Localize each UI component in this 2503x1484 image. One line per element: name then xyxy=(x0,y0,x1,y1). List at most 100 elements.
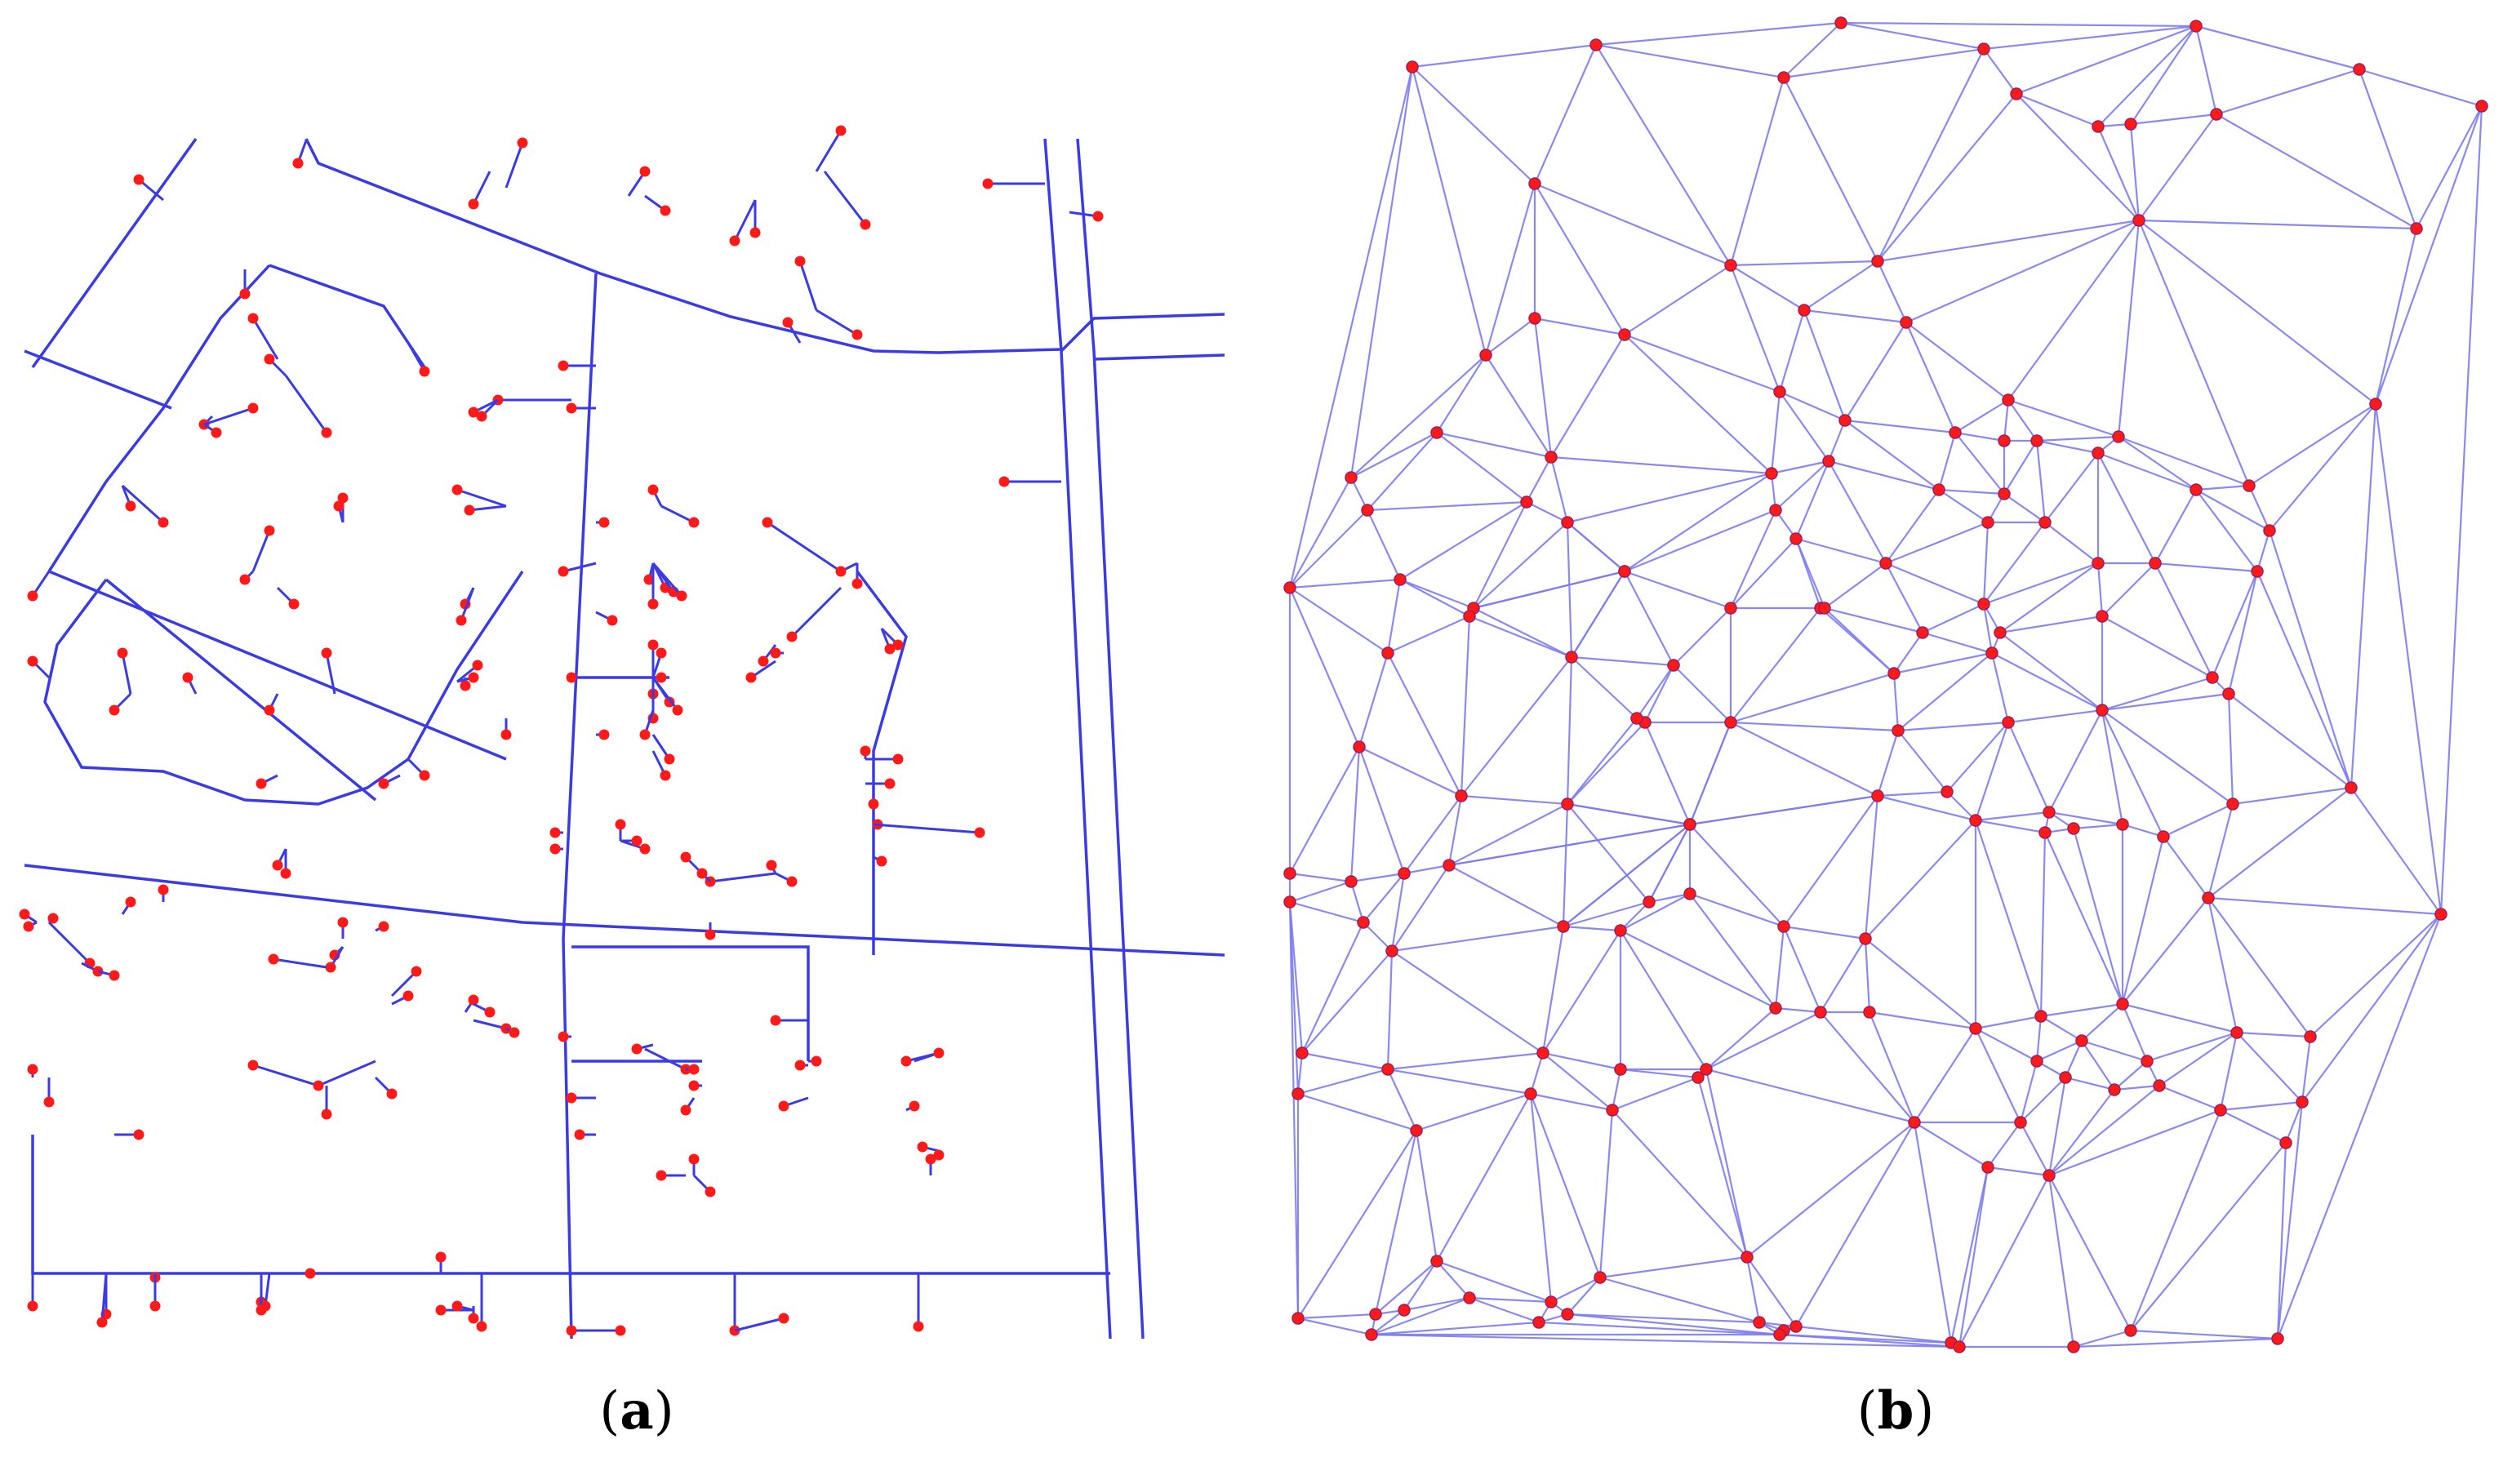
service-node xyxy=(835,566,847,577)
mesh-node xyxy=(2190,20,2203,33)
service-node xyxy=(794,255,806,267)
caption-b: (b) xyxy=(1857,1380,1935,1442)
mesh-node xyxy=(1892,724,1905,737)
service-node xyxy=(860,219,871,230)
service-node xyxy=(182,672,193,683)
mesh-edge xyxy=(1567,472,1772,524)
mesh-edge xyxy=(2236,1031,2311,1038)
mesh-edge xyxy=(2350,403,2377,789)
mesh-edge xyxy=(1371,1321,1540,1336)
mesh-edge xyxy=(1297,1068,1389,1095)
mesh-edge xyxy=(2276,1142,2287,1340)
mesh-edge xyxy=(2118,435,2250,487)
mesh-edge xyxy=(1460,656,1572,797)
mesh-edge xyxy=(1648,824,1691,903)
mesh-edge xyxy=(1897,652,1993,731)
service-node xyxy=(982,178,994,189)
mesh-node xyxy=(1524,1087,1537,1100)
mesh-edge xyxy=(1729,264,1781,393)
mesh-edge xyxy=(1983,24,2197,51)
service-node xyxy=(639,166,651,177)
mesh-edge xyxy=(1297,1092,1417,1132)
mesh-node xyxy=(1406,60,1419,73)
mesh-node xyxy=(2345,781,2358,794)
mesh-edge xyxy=(1913,1122,1953,1344)
service-node xyxy=(778,1100,789,1112)
mesh-edge xyxy=(1533,318,1553,458)
mesh-edge xyxy=(1599,1255,1748,1279)
service-node xyxy=(639,729,651,740)
mesh-edge xyxy=(1567,522,1625,572)
mesh-edge xyxy=(1868,1011,1916,1123)
mesh-edge xyxy=(1828,460,1887,564)
service-node xyxy=(47,913,59,924)
mesh-node xyxy=(2092,120,2105,133)
mesh-node xyxy=(2210,108,2223,121)
mesh-node xyxy=(1932,483,1945,496)
network-pipe xyxy=(856,570,908,955)
mesh-edge xyxy=(1624,473,1772,572)
mesh-node xyxy=(1773,1328,1786,1341)
mesh-edge xyxy=(1599,1276,1760,1324)
mesh-node xyxy=(1769,1002,1782,1015)
service-node xyxy=(264,353,275,365)
service-node xyxy=(917,1141,928,1153)
service-stub xyxy=(469,504,507,512)
service-stub xyxy=(816,309,858,336)
mesh-edge xyxy=(1350,432,1438,478)
mesh-edge xyxy=(2130,1329,2278,1340)
service-node xyxy=(321,1109,332,1120)
service-stub xyxy=(100,1273,108,1323)
service-node xyxy=(333,500,345,512)
service-node xyxy=(256,778,267,789)
mesh-edge xyxy=(1729,77,1785,266)
mesh-node xyxy=(2271,1332,2284,1345)
mesh-edge xyxy=(1820,607,1895,674)
service-node xyxy=(109,970,120,981)
mesh-edge xyxy=(1696,1077,1749,1258)
mesh-edge xyxy=(1795,1325,1952,1344)
mesh-edge xyxy=(1289,872,1352,883)
mesh-edge xyxy=(1349,66,1414,478)
mesh-edge xyxy=(1844,419,1956,434)
service-node xyxy=(305,1268,316,1279)
service-node xyxy=(321,647,332,659)
mesh-edge xyxy=(1620,1068,1699,1079)
mesh-edge xyxy=(2232,786,2352,806)
mesh-edge xyxy=(1897,721,2009,732)
service-node xyxy=(325,962,336,973)
service-node xyxy=(688,1064,700,1075)
mesh-edge xyxy=(1827,420,1847,462)
mesh-edge xyxy=(1905,322,2009,401)
service-node xyxy=(509,1027,520,1038)
mesh-node xyxy=(1871,255,1884,268)
service-node xyxy=(680,1104,691,1116)
mesh-edge xyxy=(2020,1122,2050,1176)
mesh-edge xyxy=(1983,522,2046,605)
mesh-edge xyxy=(2227,693,2234,805)
mesh-edge xyxy=(1416,1092,1532,1132)
mesh-edge xyxy=(1550,1277,1601,1303)
mesh-node xyxy=(2296,1095,2309,1109)
mesh-edge xyxy=(1534,182,1732,267)
service-node xyxy=(239,574,251,585)
mesh-edge xyxy=(2195,489,2270,531)
service-stub xyxy=(790,586,842,638)
mesh-edge xyxy=(1987,1166,2050,1177)
service-stub xyxy=(121,652,132,695)
mesh-edge xyxy=(1803,260,1878,311)
mesh-edge xyxy=(1885,489,1940,564)
mesh-edge xyxy=(2220,1109,2287,1144)
mesh-edge xyxy=(1288,587,1361,748)
mesh-node xyxy=(2043,1169,2056,1182)
mesh-edge xyxy=(1485,354,1552,458)
service-stub xyxy=(273,957,327,969)
mesh-edge xyxy=(2048,1109,2221,1177)
mesh-node xyxy=(1887,667,1901,680)
mesh-edge xyxy=(1436,1260,1552,1304)
mesh-edge xyxy=(2130,1142,2287,1331)
mesh-edge xyxy=(1526,501,1568,523)
mesh-node xyxy=(1455,789,1468,802)
service-stub xyxy=(798,260,818,311)
service-node xyxy=(835,125,847,136)
